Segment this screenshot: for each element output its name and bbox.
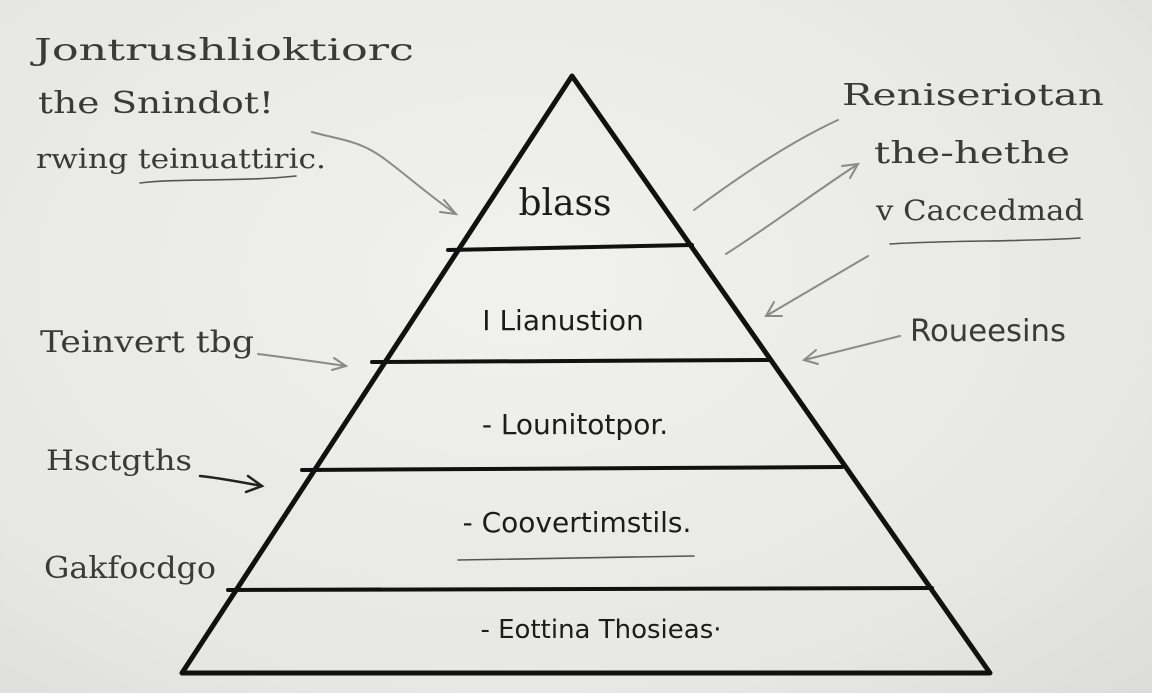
left-note-1-line-2: the Snindot! (38, 86, 274, 121)
tier-label-2: I Lianustion (482, 304, 643, 337)
right-note-1-line-3: v Caccedmad (875, 194, 1084, 227)
right-note-1-arrow-c-head (764, 301, 783, 317)
tier-divider-3 (300, 465, 844, 472)
left-note-1-line-3: rwing teinuattiric. (36, 144, 326, 175)
right-note-2-arrowhead (801, 349, 819, 365)
tier-label-3: - Lounitotpor. (482, 408, 668, 441)
tier-label-1: blass (519, 183, 612, 224)
right-note-1-line-1: Reniseriotan (842, 78, 1104, 113)
tier-divider-2 (370, 358, 772, 364)
right-note-1-arrow-c (765, 255, 869, 317)
left-note-3-arrowhead (244, 474, 265, 494)
left-note-1-arrow (311, 131, 457, 215)
tier-divider-4 (226, 586, 934, 592)
left-note-1-line-1: Jontrushlioktiorc (30, 33, 414, 68)
right-note-1-line-2: the-hethe (874, 136, 1070, 171)
right-note-2-arrow (803, 335, 901, 361)
right-note-1-arrow-b (725, 163, 859, 255)
left-note-3-arrow (198, 474, 264, 488)
left-note-2-arrow (257, 353, 347, 367)
tier-divider-1 (446, 243, 694, 252)
pyramid-outline (179, 73, 993, 676)
right-note-2-line-1: Roueesins (910, 314, 1066, 349)
tier-label-4: - Coovertimstils. (463, 506, 692, 539)
left-note-2-line-1: Teinvert tbg (40, 325, 254, 360)
left-note-4-line-1: Gakfocdgo (44, 551, 216, 586)
left-note-2-arrowhead (331, 357, 349, 371)
left-note-3-line-1: Hsctgths (46, 444, 192, 477)
right-note-1-arrow-b-head (841, 162, 860, 179)
left-note-1-underline (139, 175, 297, 184)
left-note-1-arrowhead (439, 199, 459, 216)
right-note-1-arrow-a (693, 119, 839, 211)
right-note-1-underline (889, 237, 1081, 245)
tier-label-5: - Eottina Thosieas· (480, 615, 721, 645)
tier-4-underline (457, 555, 695, 561)
